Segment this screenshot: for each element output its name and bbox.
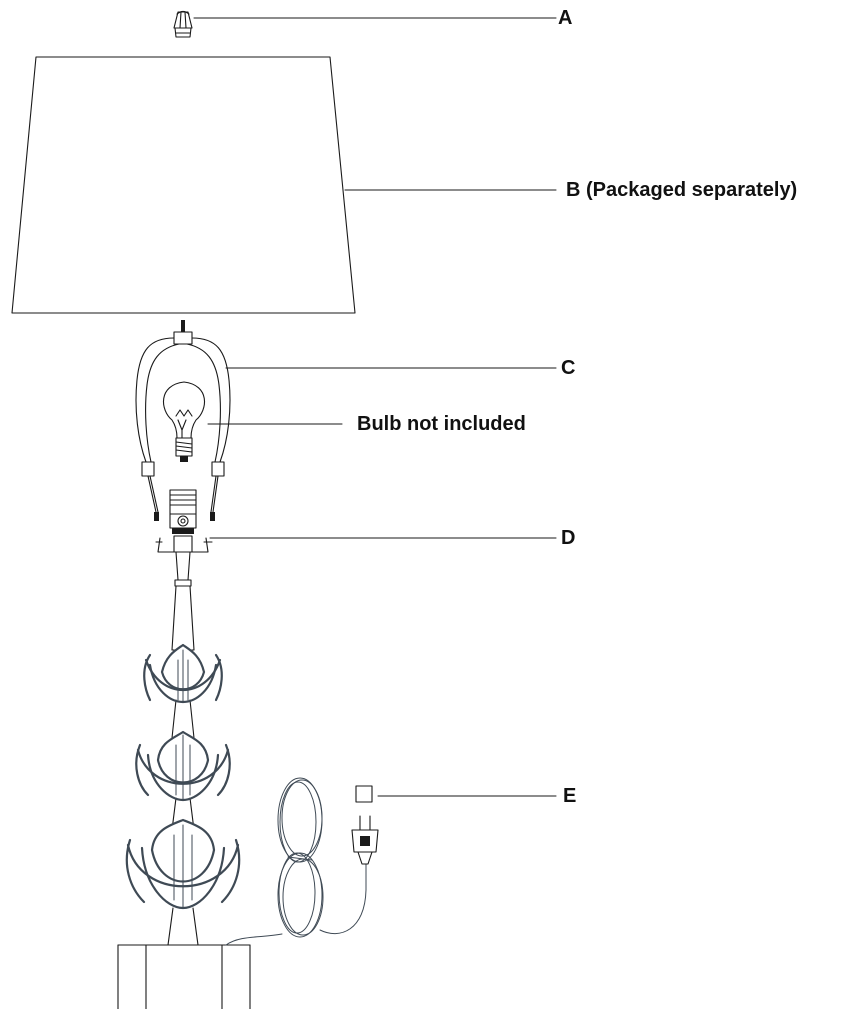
light-bulb <box>162 381 206 462</box>
lotus-tier-middle <box>135 730 231 802</box>
lamp-shade-part-b <box>11 56 356 314</box>
lamp-base <box>117 944 251 1009</box>
label-d: D <box>561 527 576 549</box>
label-a: A <box>558 7 573 29</box>
label-b: B (Packaged separately) <box>566 179 798 201</box>
label-c: C <box>561 357 576 379</box>
harp-part-c <box>135 320 231 521</box>
lotus-tier-top <box>143 643 223 704</box>
lamp-socket <box>169 489 197 534</box>
label-bulb-not-included: Bulb not included <box>357 413 526 435</box>
finial-part-a <box>173 10 193 38</box>
lotus-tier-bottom <box>125 818 241 910</box>
label-e: E <box>563 785 577 807</box>
harp-saddle-part-d <box>155 535 213 553</box>
plug-part-e <box>351 785 379 865</box>
power-cord <box>225 777 367 946</box>
